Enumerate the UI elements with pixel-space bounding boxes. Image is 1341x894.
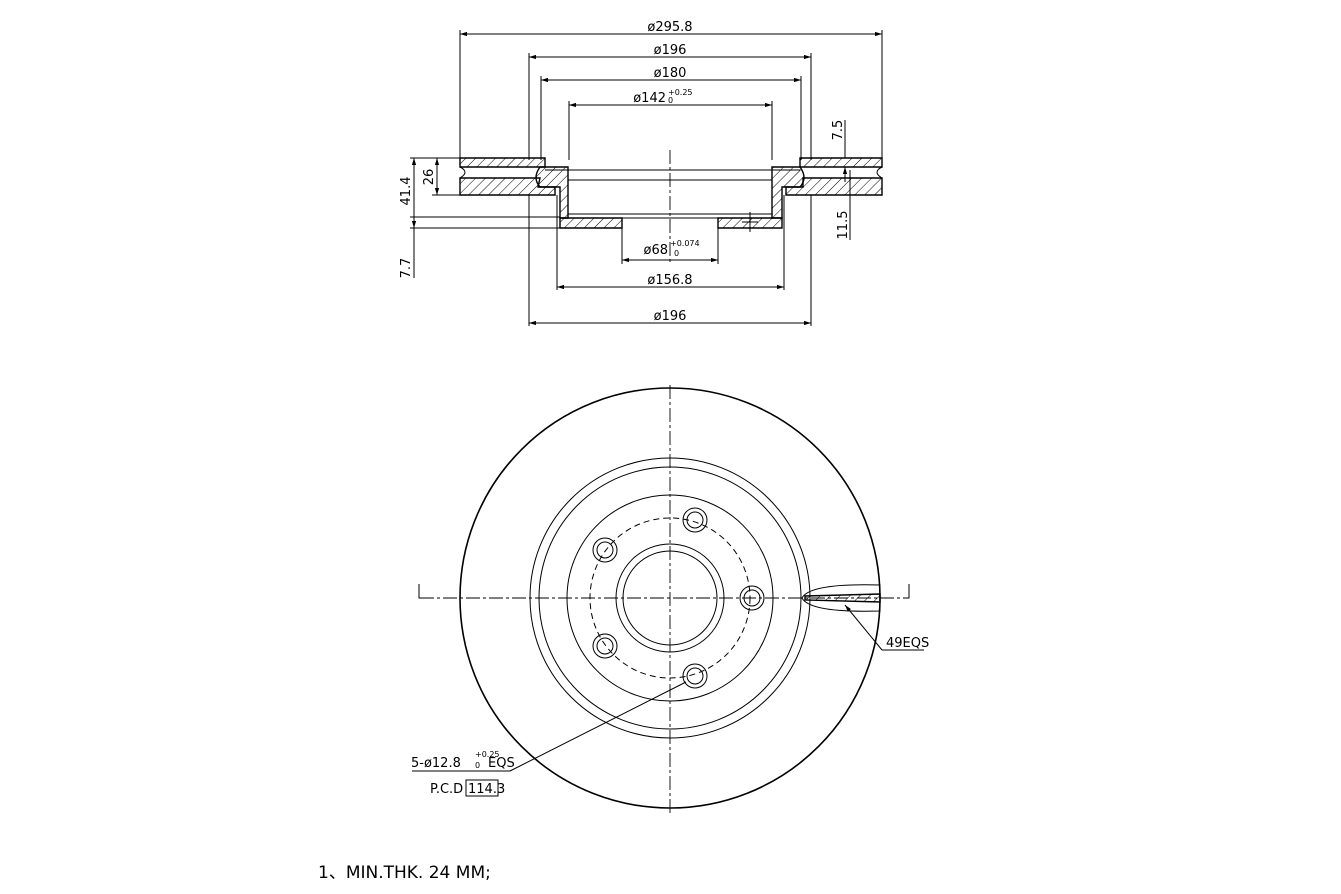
dim-11-5-label: 11.5 bbox=[836, 211, 851, 240]
bolt-hole-suffix: EQS bbox=[488, 756, 515, 771]
dim-156-label: ø156.8 bbox=[647, 273, 692, 288]
bolt-leader bbox=[509, 681, 687, 772]
bolt-hole-3 bbox=[592, 537, 618, 563]
plan-view: L L 49EQS bbox=[411, 385, 929, 815]
left-top-plate bbox=[459, 157, 546, 168]
pcd-box bbox=[465, 779, 499, 797]
dim-180-label: ø180 bbox=[654, 66, 687, 81]
pcd-circle bbox=[589, 517, 751, 679]
dim-142-tol-upper: +0.25 bbox=[668, 88, 693, 97]
section-view: ø295.8 ø196 ø180 ø142 +0.25 0 ø68 +0.074… bbox=[399, 20, 883, 326]
bolt-hole-2 bbox=[682, 507, 708, 533]
dim-68-tol-upper: +0.074 bbox=[670, 239, 700, 248]
dim-142-label: ø142 bbox=[633, 91, 666, 106]
dim-68-label: ø68 bbox=[644, 243, 669, 258]
vane-leader bbox=[844, 604, 883, 651]
dim-68-tol-lower: 0 bbox=[674, 249, 679, 258]
bolt-hole-5 bbox=[682, 663, 708, 689]
dim-41-label: 41.4 bbox=[399, 177, 414, 206]
vane-count-label: 49EQS bbox=[886, 636, 929, 651]
right-vane-edge bbox=[876, 166, 883, 179]
dim-26-label: 26 bbox=[422, 169, 437, 186]
dim-196-top-label: ø196 bbox=[654, 43, 687, 58]
bore-outer-circle bbox=[615, 543, 725, 653]
dim-7-5-label: 7.5 bbox=[831, 120, 846, 141]
bolt-hole-label: 5-ø12.8 bbox=[411, 756, 461, 771]
section-mark-left bbox=[418, 584, 425, 599]
bolt-hole-4 bbox=[592, 633, 618, 659]
right-top-plate bbox=[799, 157, 883, 168]
bore-inner-circle bbox=[622, 550, 718, 646]
dim-outer-label: ø295.8 bbox=[647, 20, 692, 35]
right-hat-wall bbox=[771, 166, 805, 219]
bolt-hole-1 bbox=[739, 585, 765, 611]
dim-196-bottom-label: ø196 bbox=[654, 309, 687, 324]
vane-section bbox=[804, 593, 881, 603]
dim-142-tol-lower: 0 bbox=[668, 96, 673, 105]
left-hub-plate bbox=[559, 217, 623, 229]
hub-circle bbox=[566, 494, 774, 702]
section-mark-right bbox=[903, 584, 910, 599]
pcd-value: 114.3 bbox=[468, 782, 505, 797]
pcd-label: P.C.D bbox=[430, 782, 463, 797]
bolt-tol-upper: +0.25 bbox=[475, 750, 500, 759]
note-min-thickness: 1、MIN.THK. 24 MM; bbox=[318, 863, 491, 883]
left-vane-edge bbox=[459, 166, 466, 179]
hat-inner-circle bbox=[538, 466, 802, 730]
dim-7-label: 7.7 bbox=[399, 258, 414, 279]
bolt-tol-lower: 0 bbox=[475, 761, 480, 770]
